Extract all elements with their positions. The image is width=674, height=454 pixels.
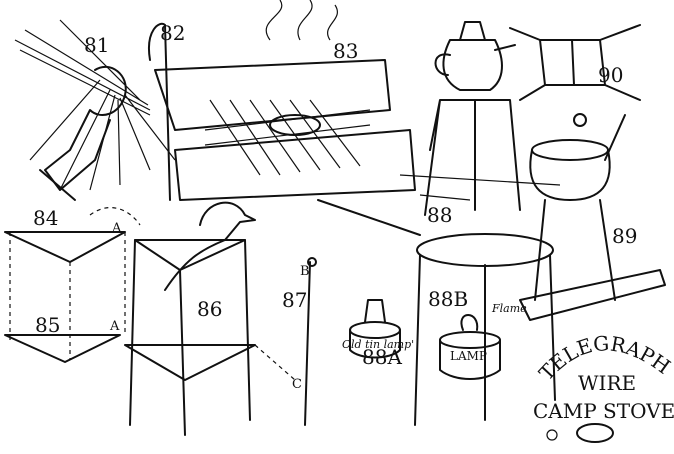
point-b-ring <box>307 257 317 267</box>
fig87-wire-rod <box>304 261 311 426</box>
fig89-pot-on-stove <box>519 139 666 321</box>
label-fig88: 88 <box>427 203 452 227</box>
frog-and-snail <box>546 423 614 443</box>
label-lamp: LAMP <box>450 349 487 363</box>
label-fig88b: 88B <box>428 287 468 311</box>
title-camp-stoves: CAMP STOVES <box>533 399 674 423</box>
label-point-a-top: A <box>111 221 122 236</box>
fig84-85-wire-triangles <box>4 206 141 363</box>
label-fig85: 85 <box>35 313 60 337</box>
fig88-coffee-pot-stand <box>399 21 561 216</box>
label-fig87: 87 <box>282 288 307 312</box>
label-old-tin-lamp: Old tin lamp' <box>342 338 414 351</box>
label-fig81: 81 <box>84 33 109 57</box>
label-point-b: B <box>300 264 310 279</box>
label-point-a-bottom: A <box>109 319 120 334</box>
fig83-grill-over-logs <box>148 0 416 201</box>
label-fig88a: 88A <box>362 345 402 369</box>
fig88b-frying-pan-stand <box>317 199 556 426</box>
title-wire: WIRE <box>578 371 636 395</box>
label-fig82: 82 <box>160 21 185 45</box>
label-fig90: 90 <box>598 63 623 87</box>
label-flame: Flame <box>491 302 527 315</box>
label-fig83: 83 <box>333 39 358 63</box>
fig86-tripod-with-bird <box>124 201 296 436</box>
label-fig84: 84 <box>33 206 58 230</box>
label-point-c: C <box>292 377 302 392</box>
label-fig89: 89 <box>612 224 637 248</box>
label-fig86: 86 <box>197 297 222 321</box>
fig81-hand-with-wires <box>14 19 176 201</box>
